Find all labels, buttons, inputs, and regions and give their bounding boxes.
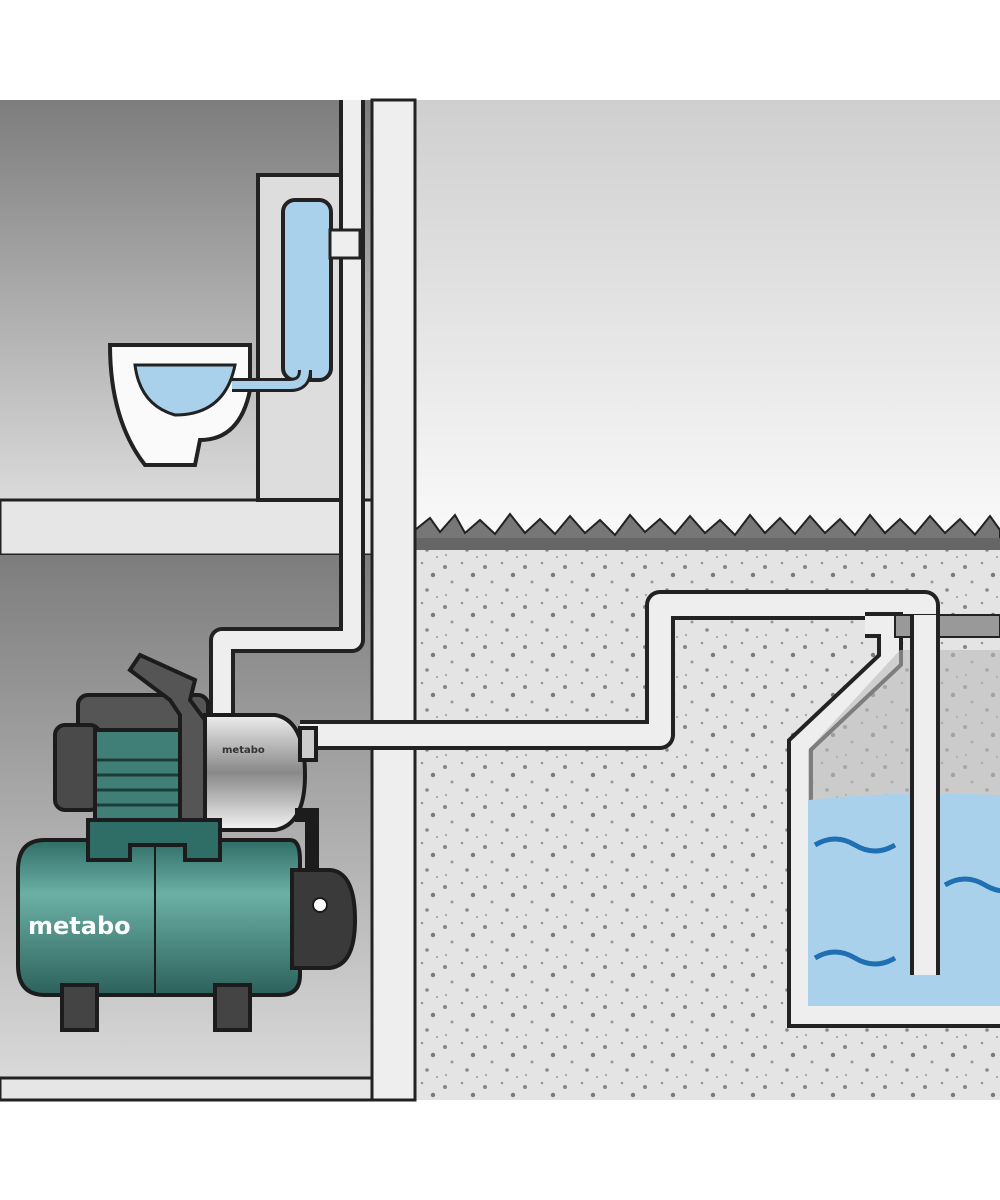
water-waves xyxy=(813,836,1000,967)
tank-logo: metabo xyxy=(28,912,131,940)
sky xyxy=(415,100,1000,545)
exterior-wall xyxy=(370,98,417,1102)
floor-slab xyxy=(0,498,374,557)
toilet-water xyxy=(133,363,237,417)
basement-floor xyxy=(0,1076,374,1102)
grass xyxy=(414,512,1000,546)
soil-line xyxy=(415,538,1000,550)
pump-logo: metabo xyxy=(222,745,265,756)
pressure-tank xyxy=(16,838,302,997)
tank-water xyxy=(808,793,1000,1006)
cistern-tank xyxy=(281,198,333,382)
pump-unit xyxy=(16,652,358,1032)
